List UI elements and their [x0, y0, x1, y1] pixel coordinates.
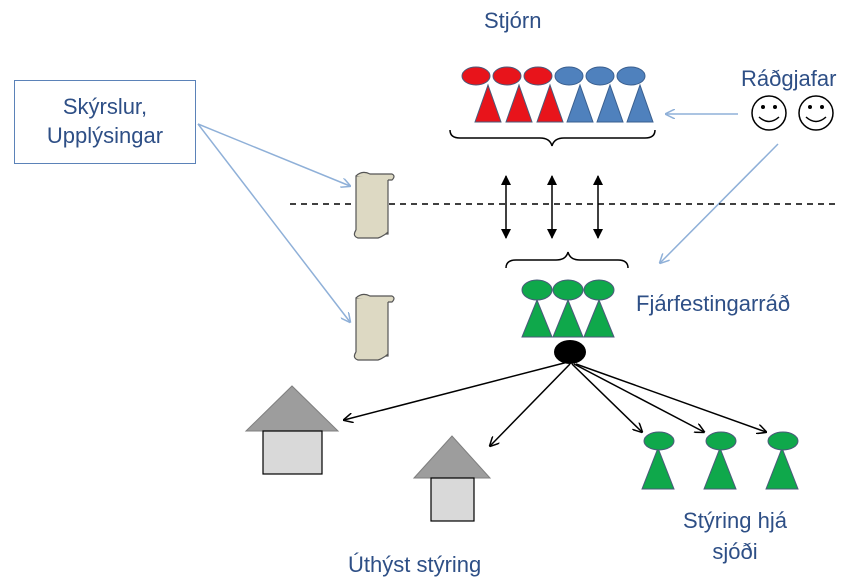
board-member-icon: [492, 66, 533, 123]
board-member-icon: [461, 66, 502, 123]
fund-management-label: Stýring hjá sjóði: [683, 508, 787, 564]
hub-to-fund-manager-arrow: [571, 363, 642, 432]
advisors-label: Ráðgjafar: [741, 66, 837, 91]
council-group: [521, 279, 615, 338]
delegation-hub-node: [554, 340, 586, 364]
advisor-smiley-icon: [798, 95, 834, 131]
hub-to-fund-manager-arrow: [575, 363, 766, 432]
house-icon: [244, 385, 340, 475]
report-scroll-icon: [353, 171, 395, 239]
board-group: [461, 66, 654, 123]
council-member-icon: [552, 279, 584, 338]
fund-manager-icon: [765, 431, 799, 490]
board-member-icon: [585, 66, 624, 123]
board-member-icon: [616, 66, 654, 123]
investment-council-label: Fjárfestingarráð: [636, 291, 791, 316]
board-member-icon: [554, 66, 594, 123]
report-scroll-icon: [353, 293, 395, 361]
hub-to-large-house-arrow: [344, 361, 569, 420]
hub-to-fund-manager-arrow: [573, 363, 704, 432]
house-icon: [412, 435, 492, 522]
reports-info-box: Skýrslur, Upplýsingar: [14, 80, 196, 164]
council-brace: [505, 251, 629, 269]
reports-info-label: Skýrslur, Upplýsingar: [46, 94, 164, 148]
advisor-smiley-icon: [751, 95, 787, 131]
reports-to-upper-scroll-arrow: [197, 123, 350, 186]
board-label: Stjórn: [484, 8, 542, 33]
fund-manager-group: [641, 431, 799, 490]
reports-to-lower-scroll-arrow: [197, 123, 350, 322]
fund-manager-icon: [703, 431, 737, 490]
fund-manager-icon: [641, 431, 675, 490]
council-member-icon: [521, 279, 553, 338]
outsourced-management-label: Úthýst stýring: [348, 552, 482, 577]
hub-to-small-house-arrow: [490, 363, 571, 446]
board-brace: [449, 129, 656, 147]
board-member-icon: [523, 66, 564, 123]
council-member-icon: [583, 279, 615, 338]
